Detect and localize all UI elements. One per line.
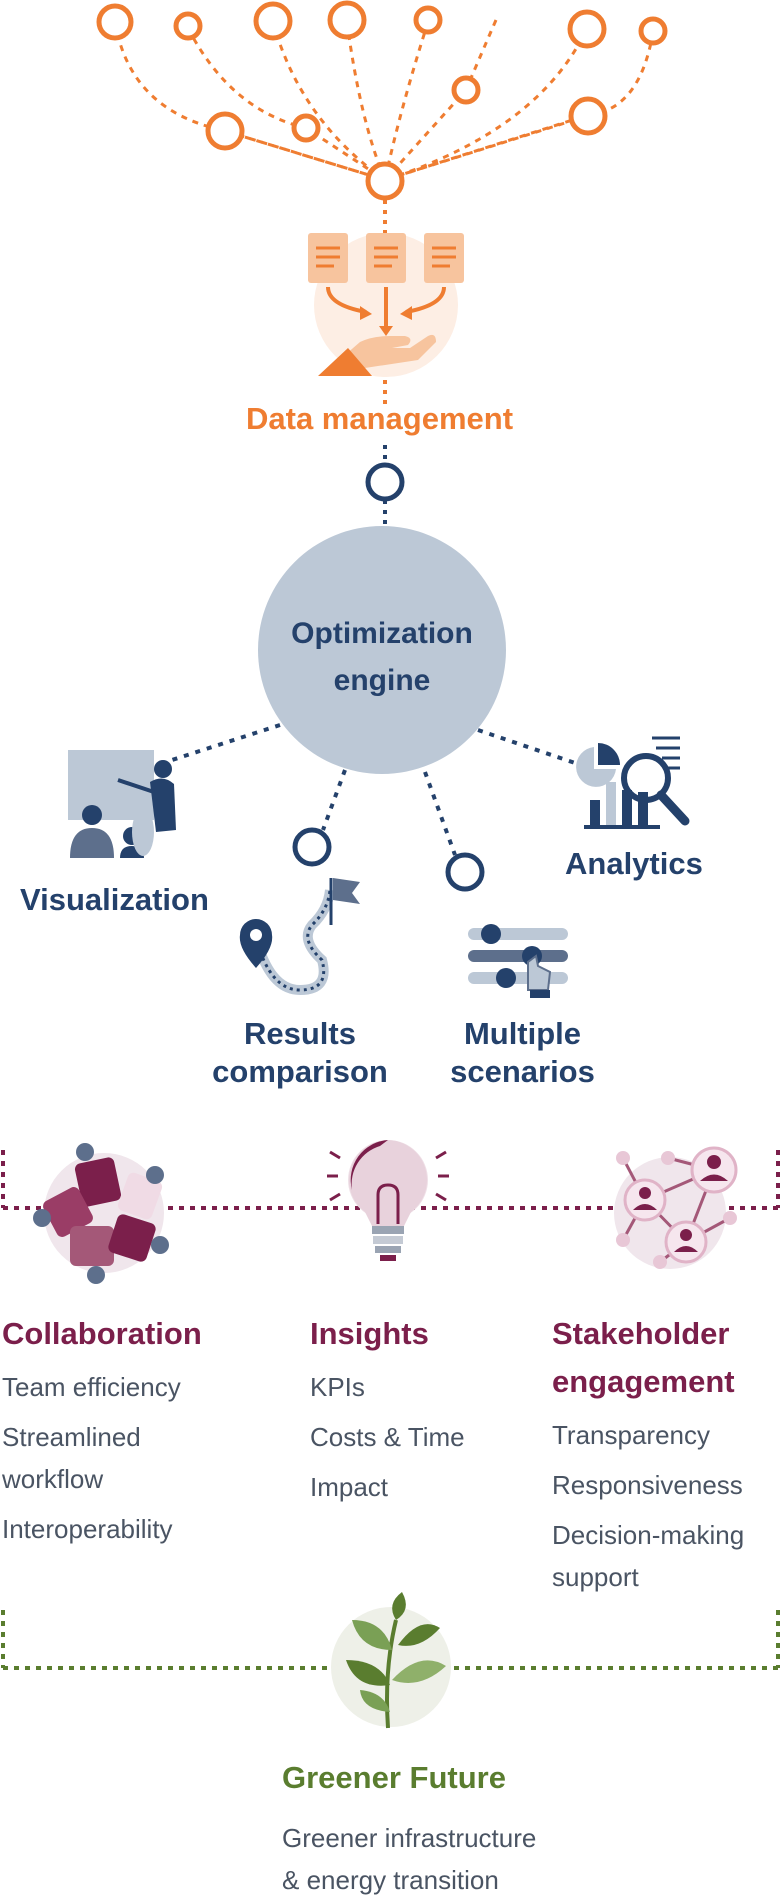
list-item: Streamlined (2, 1422, 141, 1452)
collaboration-puzzle-icon (33, 1143, 169, 1284)
data-sources (113, 19, 655, 182)
list-item: KPIs (310, 1372, 365, 1402)
scenarios-label-line2: scenarios (450, 1054, 595, 1089)
data-hub-node (365, 161, 405, 201)
analytics-label: Analytics (565, 846, 703, 881)
lightbulb-icon (327, 1140, 449, 1261)
multiple-scenarios-label: Multiple scenarios (430, 1015, 615, 1091)
stakeholder-title-line1: Stakeholder (552, 1316, 730, 1351)
greener-future-line2: & energy transition (282, 1865, 499, 1895)
visualization-label: Visualization (20, 882, 209, 917)
stakeholder-title: Stakeholder engagement (552, 1310, 735, 1406)
list-item: Responsiveness (552, 1470, 743, 1500)
stakeholder-list: Transparency Responsiveness Decision-mak… (552, 1414, 744, 1598)
engine-circle (258, 526, 506, 774)
network-people-icon (614, 1146, 738, 1269)
collaboration-list: Team efficiency Streamlined workflow Int… (2, 1366, 181, 1550)
results-label-line1: Results (244, 1016, 356, 1051)
presentation-icon (68, 750, 176, 858)
engine-title-line1: Optimization (291, 617, 473, 650)
data-source-node-icon (96, 0, 668, 151)
route-map-icon (239, 878, 360, 996)
results-node (292, 827, 332, 867)
results-comparison-label: Results comparison (200, 1015, 400, 1091)
insights-list: KPIs Costs & Time Impact (310, 1366, 465, 1508)
list-item: Interoperability (2, 1514, 173, 1544)
engine-top-node (365, 462, 405, 502)
scenarios-node (445, 852, 485, 892)
sliders-icon (468, 924, 568, 998)
stakeholder-title-line2: engagement (552, 1364, 735, 1399)
scenarios-label-line1: Multiple (463, 1016, 582, 1051)
engine-title-line2: engine (333, 664, 431, 697)
greener-future-line1: Greener infrastructure (282, 1823, 537, 1853)
list-item: Decision-making (552, 1520, 745, 1550)
insights-title: Insights (310, 1316, 429, 1351)
results-label-line2: comparison (212, 1054, 388, 1089)
collaboration-title: Collaboration (2, 1316, 202, 1351)
sprout-icon (331, 1592, 451, 1729)
list-item: Transparency (552, 1420, 710, 1450)
engine-title: Optimization engine (262, 610, 502, 704)
greener-future-title: Greener Future (282, 1760, 506, 1795)
list-item: Team efficiency (2, 1372, 181, 1402)
list-item: Costs & Time (310, 1422, 465, 1452)
analytics-chart-icon (576, 736, 690, 829)
engine-connectors (171, 723, 576, 856)
list-item: Impact (310, 1472, 389, 1502)
documents-hand-icon (308, 233, 464, 377)
list-item: support (552, 1562, 639, 1592)
data-management-title: Data management (246, 401, 514, 436)
list-item: workflow (2, 1464, 104, 1494)
